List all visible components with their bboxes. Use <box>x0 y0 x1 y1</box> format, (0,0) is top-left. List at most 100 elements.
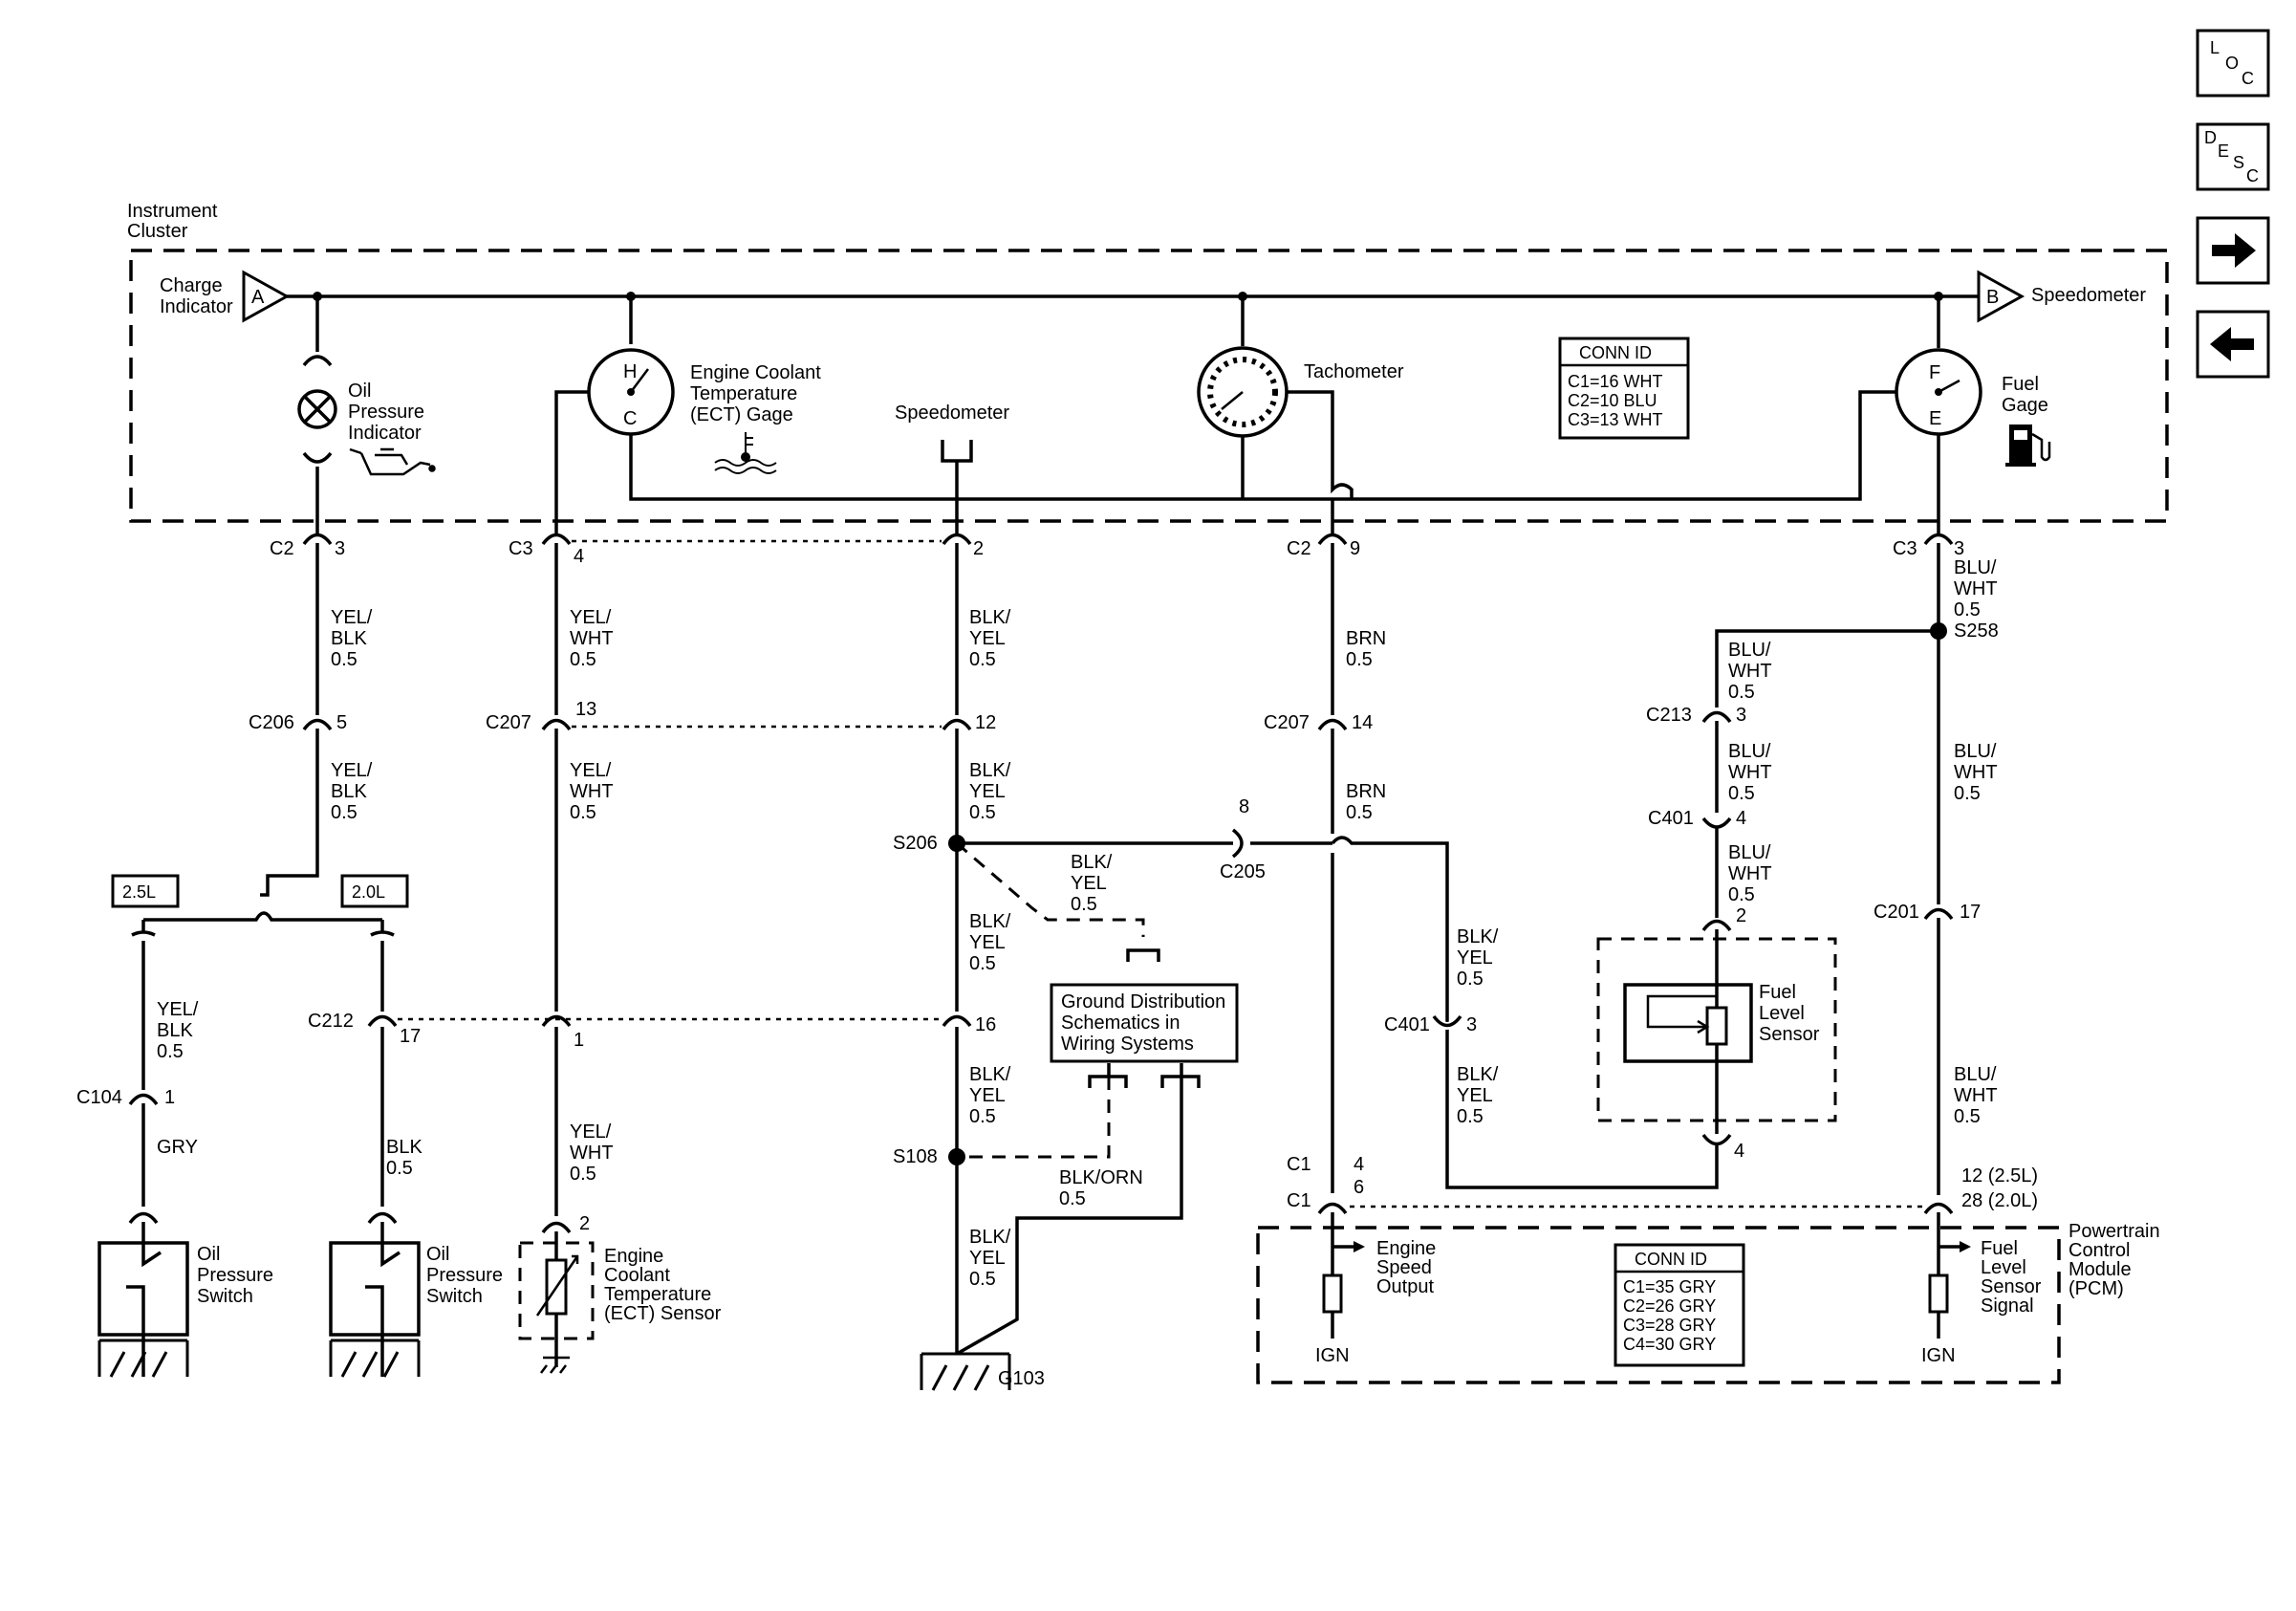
c2-b: C2 <box>1287 538 1311 559</box>
c2-a-pin: 3 <box>335 538 345 559</box>
loc-l: L <box>2210 38 2220 57</box>
c3-c-pin: 3 <box>1954 538 1964 559</box>
gage-e: E <box>1929 408 1941 429</box>
oil-pressure-switch-a <box>97 1222 189 1379</box>
connector-a-triangle <box>242 270 291 323</box>
w-blkyel-1b: YEL <box>969 628 1006 649</box>
pcm-fuel-level-input <box>1928 1212 1971 1339</box>
c3-c: C3 <box>1893 538 1917 559</box>
w-bluwht-6a: BLU/ <box>1954 1064 1997 1085</box>
instrument-cluster-boundary <box>129 249 2169 523</box>
w-bluwht-6b: WHT <box>1954 1085 1998 1106</box>
w-blkyel-s-c: 0.5 <box>1071 894 1097 915</box>
w-yelwht-2c: 0.5 <box>570 802 596 823</box>
speedometer-right-label: Speedometer <box>2031 285 2146 306</box>
c201-pin: 17 <box>1960 902 1981 923</box>
w-yelwht-3b: WHT <box>570 1143 614 1164</box>
w-bluwht-3b: WHT <box>1728 762 1772 783</box>
c213-pin: 3 <box>1736 705 1746 726</box>
desc-button[interactable]: D E S C <box>2196 122 2270 191</box>
pcm-engine-speed-driver <box>1322 1212 1365 1339</box>
s206: S206 <box>893 833 938 854</box>
engine-option-2.0L <box>340 874 409 908</box>
c206: C206 <box>249 712 294 733</box>
oil-switch-b-1: Oil <box>426 1244 449 1265</box>
pcm-title-3: Module <box>2069 1259 2132 1280</box>
gage-h: H <box>623 361 637 382</box>
c3-a-pin: 4 <box>574 546 584 567</box>
c401-b-pin: 3 <box>1466 1014 1477 1035</box>
ect-sensor-3: Temperature <box>604 1284 711 1305</box>
cluster-title-2: Cluster <box>127 221 188 242</box>
c1-b: C1 <box>1287 1190 1311 1211</box>
pcm-conn-3: C3=28 GRY <box>1623 1316 1716 1335</box>
c1-b-pin: 6 <box>1354 1177 1364 1198</box>
w-blkyel-3b: YEL <box>969 932 1006 953</box>
loc-button[interactable]: L O C <box>2196 29 2270 98</box>
desc-s: S <box>2233 153 2244 172</box>
w-bluwht-3a: BLU/ <box>1728 741 1771 762</box>
oil-switch-a-2: Pressure <box>197 1265 273 1286</box>
ign-a: IGN <box>1315 1345 1350 1366</box>
w-yelwht-1c: 0.5 <box>570 649 596 670</box>
w-blkorn-a: BLK/ORN <box>1059 1167 1143 1188</box>
w-yelwht-1b: WHT <box>570 628 614 649</box>
ect-sensor-2: Coolant <box>604 1265 670 1286</box>
w-blkyel-6c: 0.5 <box>1457 969 1484 990</box>
c2-b-pin: 9 <box>1350 538 1360 559</box>
w-blkyel-6b: YEL <box>1457 947 1493 969</box>
fuel-level-sensor <box>1596 929 1837 1134</box>
w-brn-2a: BRN <box>1346 781 1386 802</box>
w-yelblk-3a: YEL/ <box>157 999 199 1020</box>
c104: C104 <box>76 1087 122 1108</box>
tachometer <box>1197 346 1289 438</box>
desc-e: E <box>2218 142 2229 161</box>
w-blkyel-s-a: BLK/ <box>1071 852 1113 873</box>
opt-2.0l: 2.0L <box>352 882 385 902</box>
loc-c: C <box>2242 69 2254 88</box>
w-blkyel-1a: BLK/ <box>969 607 1011 628</box>
gnd-dist-2: Schematics in <box>1061 1012 1180 1034</box>
engine-speed-3: Output <box>1376 1276 1434 1297</box>
tri-a-label: A <box>251 287 265 308</box>
pcm-conn-2: C2=26 GRY <box>1623 1296 1716 1316</box>
c212-mid-pin: 16 <box>975 1014 996 1035</box>
w-brn-1b: 0.5 <box>1346 649 1373 670</box>
oil-pressure-indicator <box>297 296 337 535</box>
w-blkyel-5b: YEL <box>969 1248 1006 1269</box>
w-blkyel-2b: YEL <box>969 781 1006 802</box>
w-yelblk-1c: 0.5 <box>331 649 357 670</box>
c401-a-pin: 4 <box>1736 808 1746 829</box>
gage-c: C <box>623 408 637 429</box>
w-blkyel-7c: 0.5 <box>1457 1106 1484 1127</box>
w-yelwht-2b: WHT <box>570 781 614 802</box>
fuel-gage-1: Fuel <box>2002 374 2039 395</box>
ect-sensor <box>518 1231 595 1374</box>
next-page-button[interactable] <box>2196 216 2270 285</box>
ground-g103 <box>920 1352 1011 1392</box>
desc-d: D <box>2204 128 2217 147</box>
ground-distribution-box[interactable]: Ground Distribution Schematics in Wiring… <box>1050 983 1239 1063</box>
w-yelwht-2a: YEL/ <box>570 760 612 781</box>
arrow-right-icon <box>2212 233 2256 268</box>
ect-gage-1: Engine Coolant <box>690 362 821 383</box>
gage-f: F <box>1929 362 1940 383</box>
c207-a: C207 <box>486 712 531 733</box>
pcm-conn-4: C4=30 GRY <box>1623 1335 1716 1354</box>
c207-b-pin: 12 <box>975 712 996 733</box>
ect-gage-3: (ECT) Gage <box>690 404 793 425</box>
sensor-bot-pin: 4 <box>1734 1141 1744 1162</box>
fuel-signal-4: Signal <box>1981 1295 2034 1317</box>
w-bluwht-5b: WHT <box>1954 762 1998 783</box>
w-blkyel-s-b: YEL <box>1071 873 1107 894</box>
w-bluwht-3c: 0.5 <box>1728 783 1755 804</box>
pcm-pin-a: 12 (2.5L) <box>1961 1165 2038 1186</box>
c1-a-pin: 4 <box>1354 1154 1364 1175</box>
g103: G103 <box>998 1368 1045 1389</box>
c212-pin: 17 <box>400 1026 421 1047</box>
w-blkyel-4b: YEL <box>969 1085 1006 1106</box>
w-bluwht-5a: BLU/ <box>1954 741 1997 762</box>
pcm-conn-1: C1=35 GRY <box>1623 1277 1716 1296</box>
prev-page-button[interactable] <box>2196 310 2270 379</box>
